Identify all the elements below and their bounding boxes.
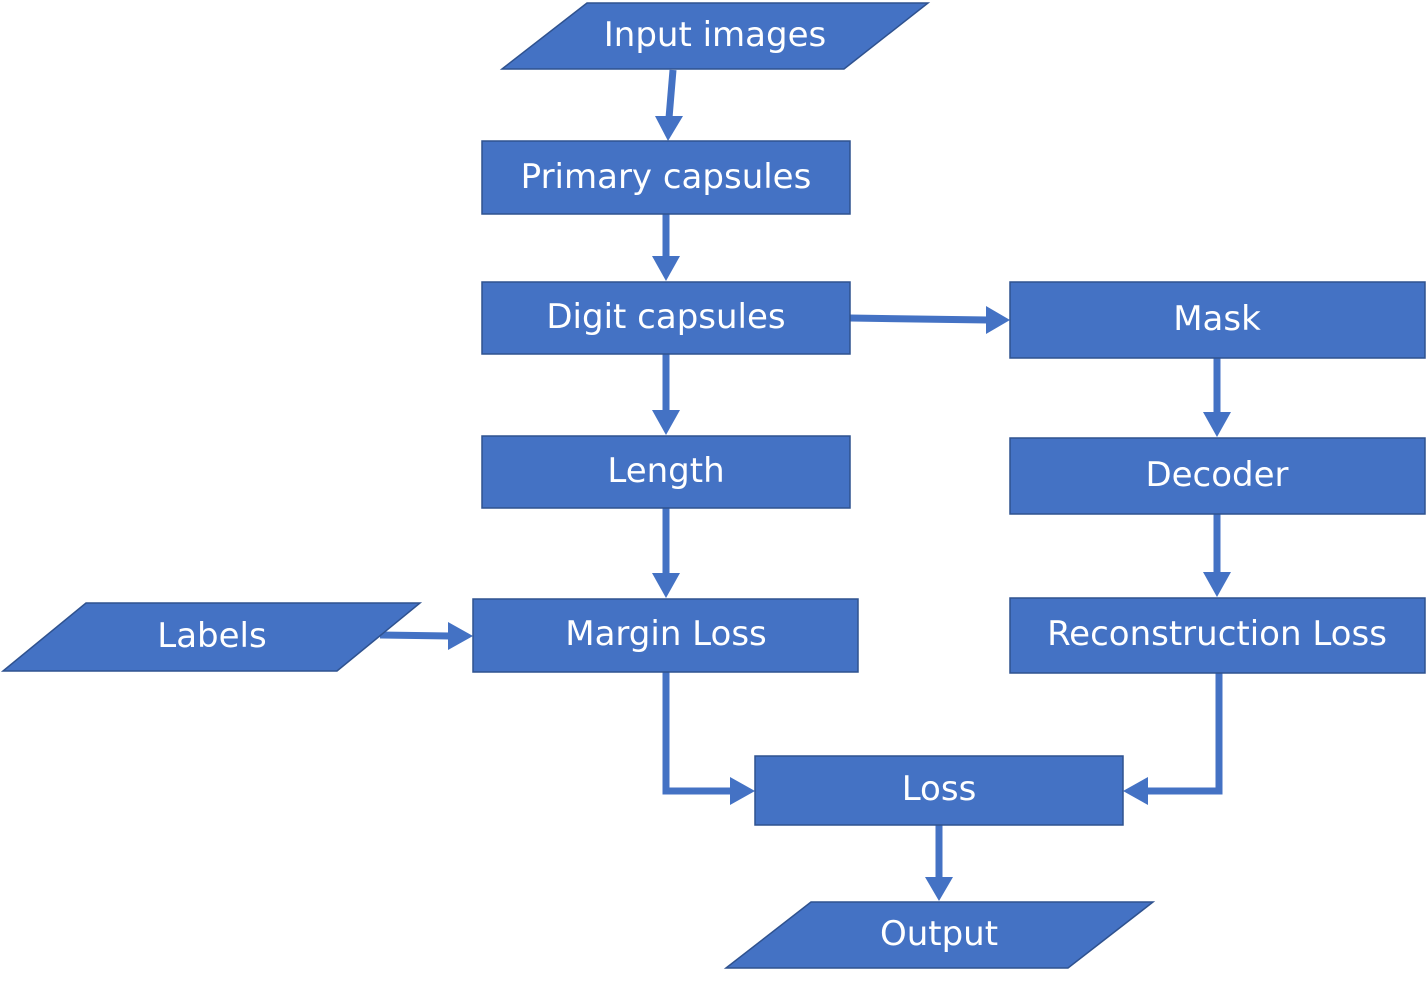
node-label-decoder: Decoder xyxy=(1145,455,1288,495)
node-output: Output xyxy=(723,901,1156,969)
node-loss: Loss xyxy=(754,755,1124,826)
edge-primary-capsules-to-digit-capsules xyxy=(652,214,680,281)
edge-mask-to-decoder xyxy=(1203,358,1231,437)
node-primary-capsules: Primary capsules xyxy=(481,140,851,215)
node-label-reconstruction-loss: Reconstruction Loss xyxy=(1047,614,1387,654)
node-label-primary-capsules: Primary capsules xyxy=(521,157,812,197)
node-label-labels: Labels xyxy=(157,616,266,656)
node-label-output: Output xyxy=(880,914,998,954)
node-digit-capsules: Digit capsules xyxy=(481,281,851,355)
node-mask: Mask xyxy=(1009,281,1426,359)
edge-digit-capsules-to-mask xyxy=(849,306,1010,334)
node-label-loss: Loss xyxy=(902,769,977,809)
edge-loss-to-output xyxy=(925,825,953,901)
edge-reconstruction-loss-to-loss xyxy=(1123,673,1223,805)
edge-input-images-to-primary-capsules xyxy=(655,69,683,141)
edge-decoder-to-reconstruction-loss xyxy=(1203,514,1231,597)
edge-length-to-margin-loss xyxy=(652,508,680,598)
node-label-margin-loss: Margin Loss xyxy=(565,614,767,654)
node-label-input-images: Input images xyxy=(604,15,826,55)
node-length: Length xyxy=(481,435,851,509)
node-margin-loss: Margin Loss xyxy=(472,598,859,673)
edge-digit-capsules-to-length xyxy=(652,354,680,435)
node-labels: Labels xyxy=(0,602,423,672)
node-label-mask: Mask xyxy=(1173,299,1261,339)
edge-margin-loss-to-loss xyxy=(662,672,755,805)
node-label-length: Length xyxy=(607,451,724,491)
node-reconstruction-loss: Reconstruction Loss xyxy=(1009,597,1426,674)
edges xyxy=(379,69,1231,901)
node-decoder: Decoder xyxy=(1009,437,1426,515)
node-label-digit-capsules: Digit capsules xyxy=(546,297,785,337)
node-input-images: Input images xyxy=(499,2,931,70)
edge-labels-to-margin-loss xyxy=(379,622,473,650)
